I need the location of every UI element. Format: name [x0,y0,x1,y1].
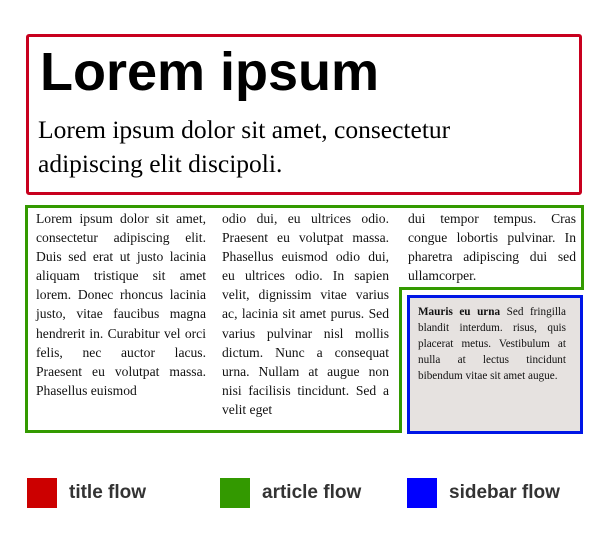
legend-label-sidebar-flow: sidebar flow [449,482,560,503]
legend-label-title-flow: title flow [69,482,147,503]
sidebar-lead: Mauris eu urna [418,306,501,318]
article-column-2: odio dui, eu ultrices odio. Praesent eu … [222,211,389,417]
sidebar-body: Sed fringilla blandit interdum. risus, q… [418,306,566,383]
legend-label-article-flow: article flow [262,482,362,503]
article-column-1: Lorem ipsum dolor sit amet, consectetur … [36,211,206,398]
title-flow-box: Lorem ipsum Lorem ipsum dolor sit amet, … [26,34,582,195]
article-column-3: dui tempor tempus. Cras congue lobortis … [408,211,576,284]
legend-swatch-title-flow [27,478,57,508]
sidebar-text: Mauris eu urna Sed fringilla blandit int… [418,304,566,384]
legend-swatch-sidebar-flow [407,478,437,508]
legend-swatch-article-flow [220,478,250,508]
title-deck: Lorem ipsum dolor sit amet, consectetur … [38,115,451,178]
sidebar-flow-box: Mauris eu urna Sed fringilla blandit int… [407,295,583,434]
title-heading: Lorem ipsum [40,42,380,102]
